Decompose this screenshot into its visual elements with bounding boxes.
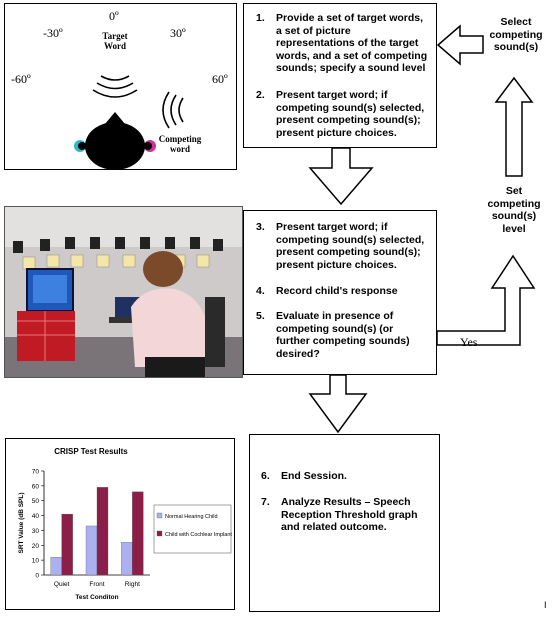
y-tick-label: 30 [32,528,40,535]
step-7: 7. Analyze Results – Speech Reception Th… [261,496,436,536]
chart-title: CRISP Test Results [54,447,128,456]
child-testing-photo [4,206,243,378]
select-competing-sound-label: Select competing sound(s) [489,16,543,53]
angle-minus30-label: -30º [43,26,63,40]
y-tick-label: 20 [32,543,40,550]
page-mark: I [544,600,547,610]
y-tick-label: 10 [32,558,40,565]
angle-0-label: 0º [109,9,119,23]
child-testing-photo-illustration [5,207,242,377]
steps-1-2-box [243,3,437,148]
bar-quiet-series-1 [50,557,62,576]
step-7-number: 7. [261,496,270,508]
step-3: 3. Present target word; if competing sou… [256,221,436,271]
step-2-number: 2. [256,89,265,101]
step-2: 2. Present target word; if competing sou… [256,89,436,139]
y-tick-label: 0 [35,573,39,580]
sound-waves-and-head [74,75,184,170]
step-3-number: 3. [256,221,265,233]
step-7-text: Analyze Results – Speech Reception Thres… [281,496,418,533]
yes-arrow [436,254,536,346]
target-word-label: Target Word [102,31,128,51]
x-tick-label: Right [125,581,140,588]
step-1-number: 1. [256,12,265,24]
step-1-text: Provide a set of target words, a set of … [276,12,428,74]
listener-head-icon [74,112,156,170]
down-arrow-1 [308,147,374,206]
y-tick-label: 40 [32,513,40,520]
bar-front-series-1 [85,525,98,576]
left-arrow-select [436,24,484,66]
step-4-text: Record child's response [276,285,398,297]
up-arrow-level [494,76,534,177]
step-4: 4. Record child's response [256,285,436,299]
step-5-number: 5. [256,310,265,322]
competing-sound-waves [162,91,184,129]
step-3-text: Present target word; if competing sound(… [276,221,425,271]
step-2-text: Present target word; if competing sound(… [276,89,425,139]
yes-label: Yes [460,335,478,349]
step-5-text: Evaluate in presence of competing sound(… [276,310,410,360]
legend-box [153,504,232,554]
legend-label: Normal Hearing Child [165,514,218,520]
angle-30-label: 30º [170,26,186,40]
angle-60-label: 60º [212,72,228,86]
angle-minus60-label: -60º [11,72,31,86]
x-tick-label: Quiet [54,581,70,588]
down-arrow-2 [308,374,368,434]
y-tick-label: 60 [32,483,40,490]
competing-word-label: Competing word [158,134,202,154]
y-tick-label: 70 [32,469,40,476]
step-6: 6. End Session. [261,470,436,484]
step-6-number: 6. [261,470,270,482]
steps-6-7-box [249,434,440,612]
step-5: 5. Evaluate in presence of competing sou… [256,310,436,362]
y-tick-label: 50 [32,498,40,505]
step-6-text: End Session. [281,470,347,482]
bar-front-series-2 [96,487,109,576]
y-axis-label: SRT Value (dB SPL) [18,492,25,553]
target-sound-waves [92,75,138,98]
bar-right-series-1 [121,542,133,576]
x-axis-label: Test Conditon [75,594,118,601]
legend-label: Child with Cochlear Implant [165,532,232,538]
bar-right-series-2 [132,491,144,576]
step-1: 1. Provide a set of target words, a set … [256,12,436,74]
legend-swatch [156,512,163,519]
legend-swatch [156,530,163,537]
set-competing-sound-level-label: Set competing sound(s) level [487,185,541,235]
sound-field-diagram: 0º -30º 30º -60º 60º Target Word Competi… [4,3,237,170]
x-tick-label: Front [89,581,104,588]
bar-quiet-series-2 [61,513,73,576]
step-4-number: 4. [256,285,265,297]
